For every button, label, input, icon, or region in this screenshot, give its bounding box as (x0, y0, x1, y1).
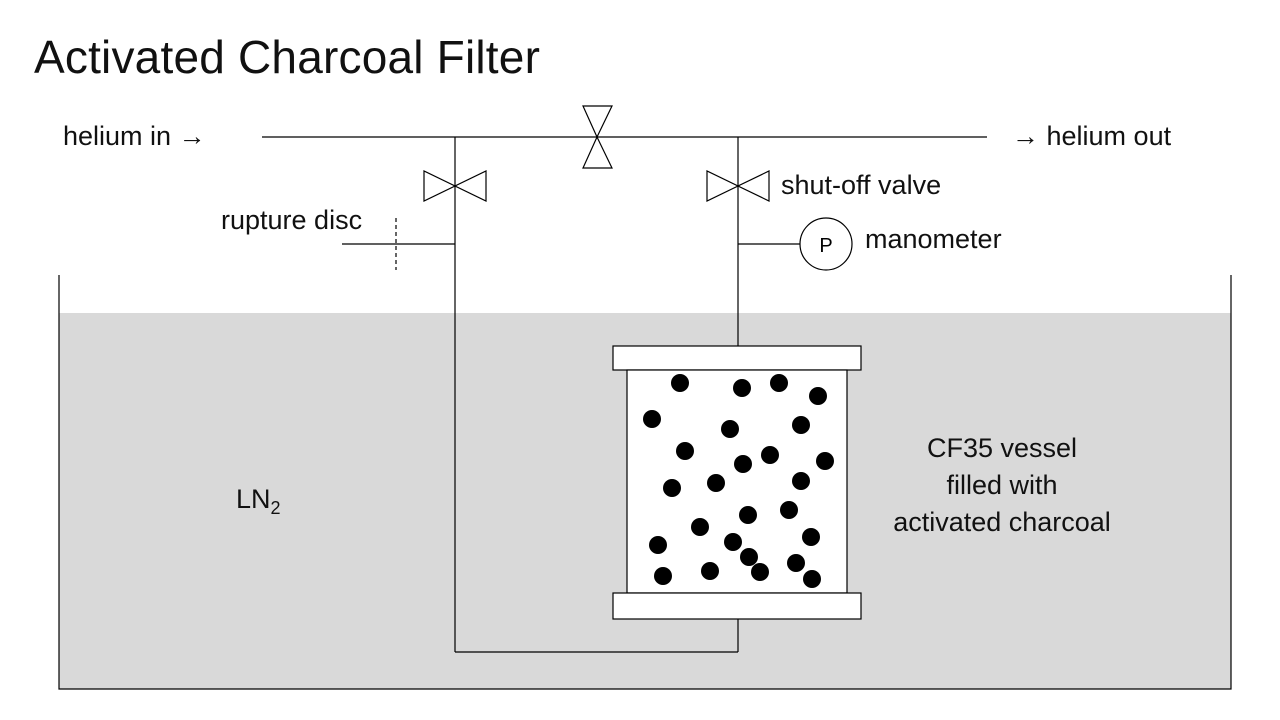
manometer-symbol: P (819, 235, 832, 257)
shutoff-valve-label: shut-off valve (781, 170, 942, 200)
charcoal-particle (649, 536, 667, 554)
rupture-disc-label: rupture disc (221, 205, 363, 235)
charcoal-particle (663, 479, 681, 497)
charcoal-particle (816, 452, 834, 470)
vessel-description-line2: filled with (946, 470, 1058, 500)
arrow-right-icon: → (178, 121, 206, 151)
charcoal-particle (803, 570, 821, 588)
helium-in-label: helium in → (63, 123, 206, 150)
manometer-gauge (799, 217, 853, 271)
charcoal-particle (739, 506, 757, 524)
inlet-shutoff-valve (423, 170, 457, 202)
diagram-title: Activated Charcoal Filter (34, 31, 541, 83)
charcoal-particle (734, 455, 752, 473)
charcoal-particle (671, 374, 689, 392)
vessel-description-line1: CF35 vessel (926, 433, 1078, 463)
ln2-label: LN2 (236, 484, 281, 519)
inlet-shutoff-valve-right (453, 170, 487, 202)
ln2-label-main: LN (236, 484, 271, 514)
charcoal-particle (701, 562, 719, 580)
outlet-shutoff-valve (706, 170, 740, 202)
helium-out-text: helium out (1046, 121, 1172, 151)
charcoal-particle (761, 446, 779, 464)
helium-out-label: → helium out (1012, 123, 1171, 150)
vessel-top-flange (612, 345, 862, 371)
charcoal-particle (770, 374, 788, 392)
vessel-description-line3: activated charcoal (893, 507, 1111, 537)
charcoal-particle (780, 501, 798, 519)
charcoal-particle (733, 379, 751, 397)
charcoal-particle (792, 416, 810, 434)
vessel-bottom-flange (612, 592, 862, 620)
charcoal-particle (792, 472, 810, 490)
dewar-outline (58, 275, 1232, 690)
charcoal-particle (721, 420, 739, 438)
outlet-shutoff-valve-right (736, 170, 770, 202)
helium-in-text: helium in (63, 121, 172, 151)
bypass-valve-lower (582, 135, 613, 169)
charcoal-particle (707, 474, 725, 492)
vessel-body (626, 369, 848, 594)
charcoal-particle (740, 548, 758, 566)
charcoal-particle (809, 387, 827, 405)
charcoal-particle (691, 518, 709, 536)
charcoal-particle (643, 410, 661, 428)
vessel-description: CF35 vessel filled with activated charco… (872, 430, 1132, 541)
ln2-label-subscript: 2 (270, 498, 281, 518)
charcoal-particle (802, 528, 820, 546)
charcoal-particles (643, 374, 834, 588)
charcoal-particle (787, 554, 805, 572)
arrow-right-icon: → (1012, 121, 1039, 151)
charcoal-particle (676, 442, 694, 460)
charcoal-particle (654, 567, 672, 585)
manometer-label: manometer (865, 224, 1002, 254)
bypass-valve (582, 105, 613, 139)
charcoal-particle (751, 563, 769, 581)
charcoal-particle (724, 533, 742, 551)
